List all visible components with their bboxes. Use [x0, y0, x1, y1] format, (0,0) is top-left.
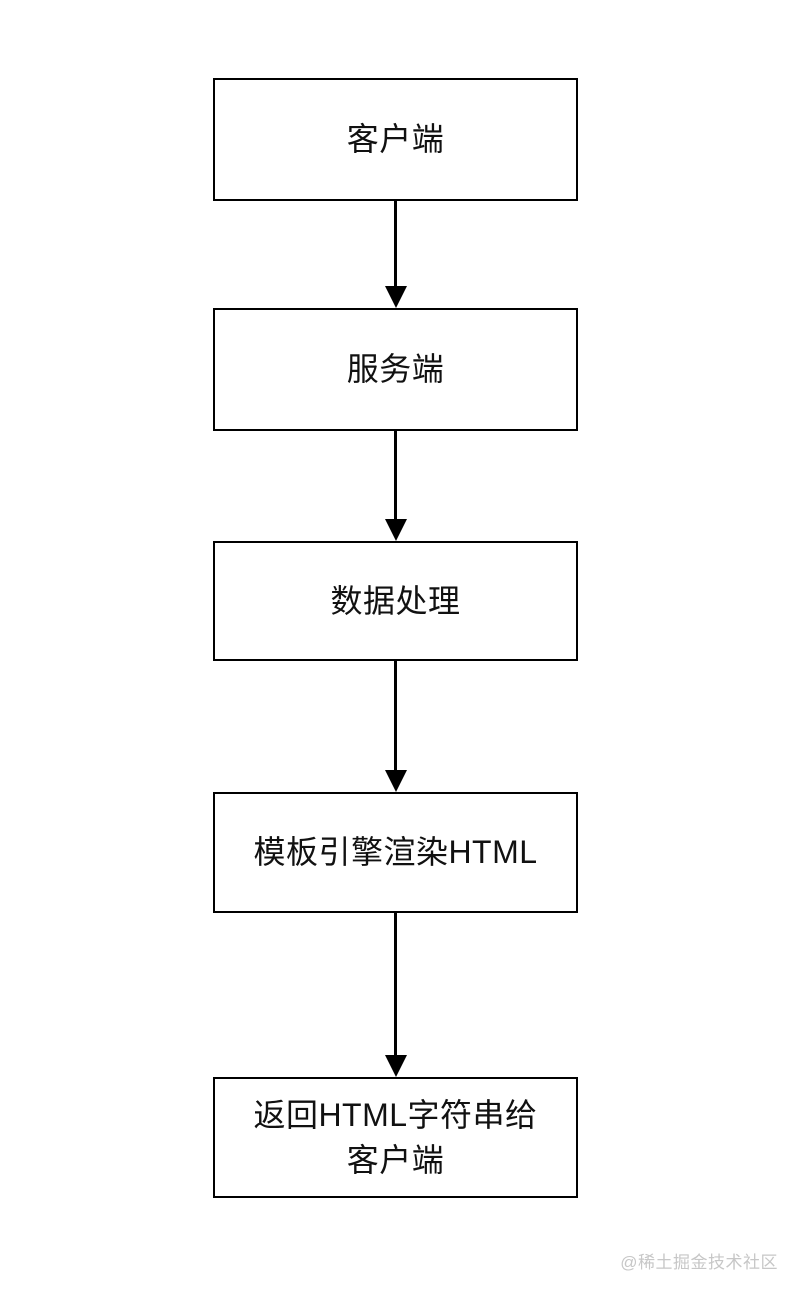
- arrow-down-icon: [213, 661, 578, 792]
- watermark: @稀土掘金技术社区: [620, 1253, 778, 1272]
- arrow-line: [394, 661, 397, 771]
- flow-node-client: 客户端: [213, 78, 578, 201]
- flow-node-server-label: 服务端: [346, 351, 445, 388]
- arrow-head-icon: [384, 519, 407, 541]
- flow-node-return-html-label: 返回HTML字符串给客户端: [253, 1096, 538, 1178]
- flow-node-return-html: 返回HTML字符串给客户端: [213, 1077, 578, 1198]
- arrow-down-icon: [213, 201, 578, 308]
- arrow-line: [394, 201, 397, 287]
- arrow-head-icon: [384, 286, 407, 308]
- flow-node-template-render: 模板引擎渲染HTML: [213, 792, 578, 913]
- flow-node-server: 服务端: [213, 308, 578, 431]
- flow-node-data-processing: 数据处理: [213, 541, 578, 661]
- flow-node-template-render-label: 模板引擎渲染HTML: [253, 834, 538, 871]
- arrow-down-icon: [213, 913, 578, 1077]
- arrow-line: [394, 431, 397, 520]
- arrow-head-icon: [384, 1055, 407, 1077]
- flow-node-client-label: 客户端: [346, 121, 445, 158]
- arrow-down-icon: [213, 431, 578, 541]
- flow-node-data-processing-label: 数据处理: [330, 582, 461, 619]
- arrow-head-icon: [384, 770, 407, 792]
- arrow-line: [394, 913, 397, 1056]
